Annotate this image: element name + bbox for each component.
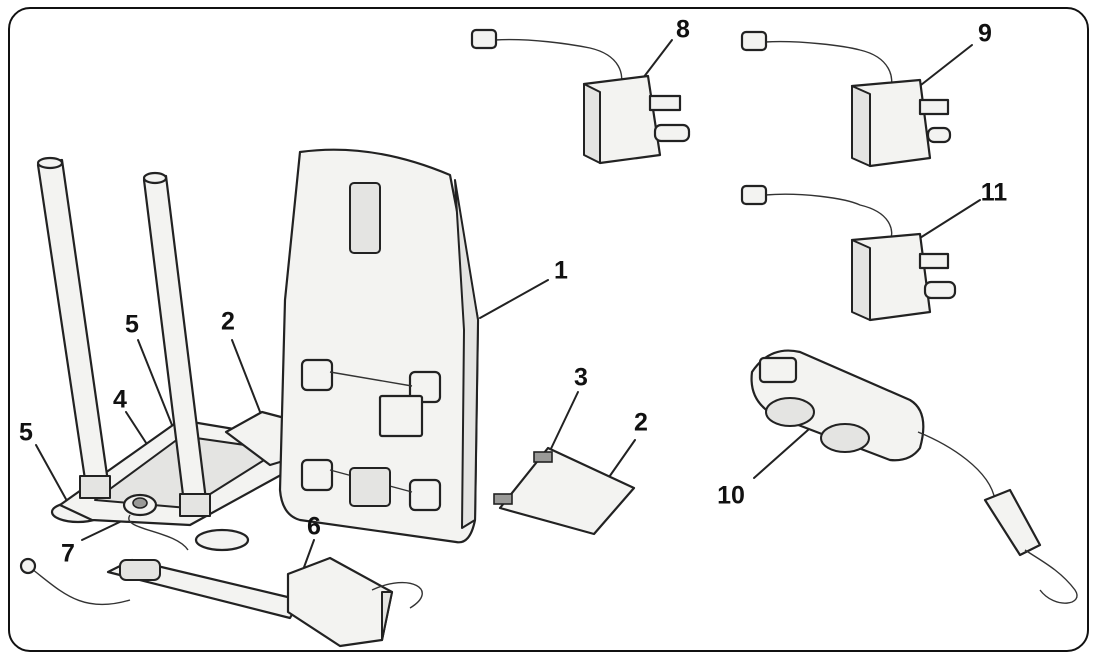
callout-9: 9 xyxy=(978,19,992,48)
callout-1: 1 xyxy=(554,256,568,285)
callout-11: 11 xyxy=(980,178,1008,207)
callout-5-upper: 5 xyxy=(125,310,139,339)
post-left xyxy=(36,156,111,499)
callout-5-lower: 5 xyxy=(19,418,33,447)
callout-2-left: 2 xyxy=(221,307,235,336)
charger-9 xyxy=(740,30,952,168)
actuator xyxy=(19,556,423,648)
callout-10: 10 xyxy=(717,481,745,510)
callout-8: 8 xyxy=(676,15,690,44)
callout-2-right: 2 xyxy=(634,408,648,437)
charger-11 xyxy=(740,184,957,322)
footplate-right xyxy=(493,446,636,536)
callout-6: 6 xyxy=(307,512,321,541)
charger-8 xyxy=(470,28,691,165)
callout-7: 7 xyxy=(61,539,75,568)
callout-4: 4 xyxy=(113,385,127,414)
handset xyxy=(750,349,1078,604)
callout-3: 3 xyxy=(574,363,588,392)
post-right xyxy=(142,171,211,517)
seat-back xyxy=(278,148,480,544)
